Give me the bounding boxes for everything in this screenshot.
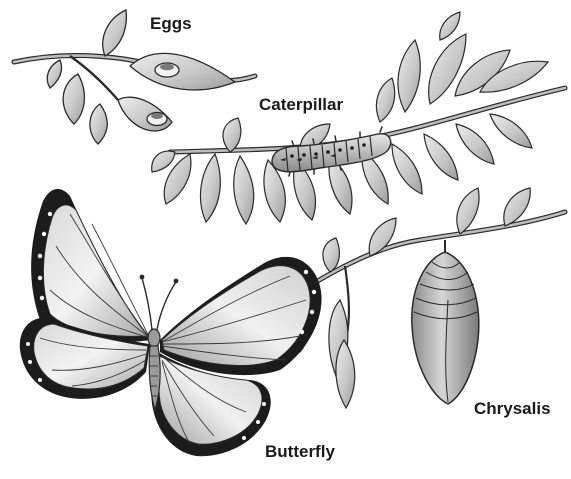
chrysalis-label: Chrysalis [474, 400, 551, 417]
egg-branch [14, 10, 255, 144]
egg-leaf-1 [130, 53, 235, 90]
chrysalis [412, 240, 479, 404]
butterfly-label: Butterfly [265, 443, 335, 460]
butterfly [20, 189, 322, 456]
caterpillar-label: Caterpillar [259, 96, 343, 113]
eggs-label: Eggs [150, 15, 192, 32]
egg-1 [155, 63, 179, 77]
egg-2 [147, 113, 167, 126]
caterpillar-branch [152, 12, 565, 224]
